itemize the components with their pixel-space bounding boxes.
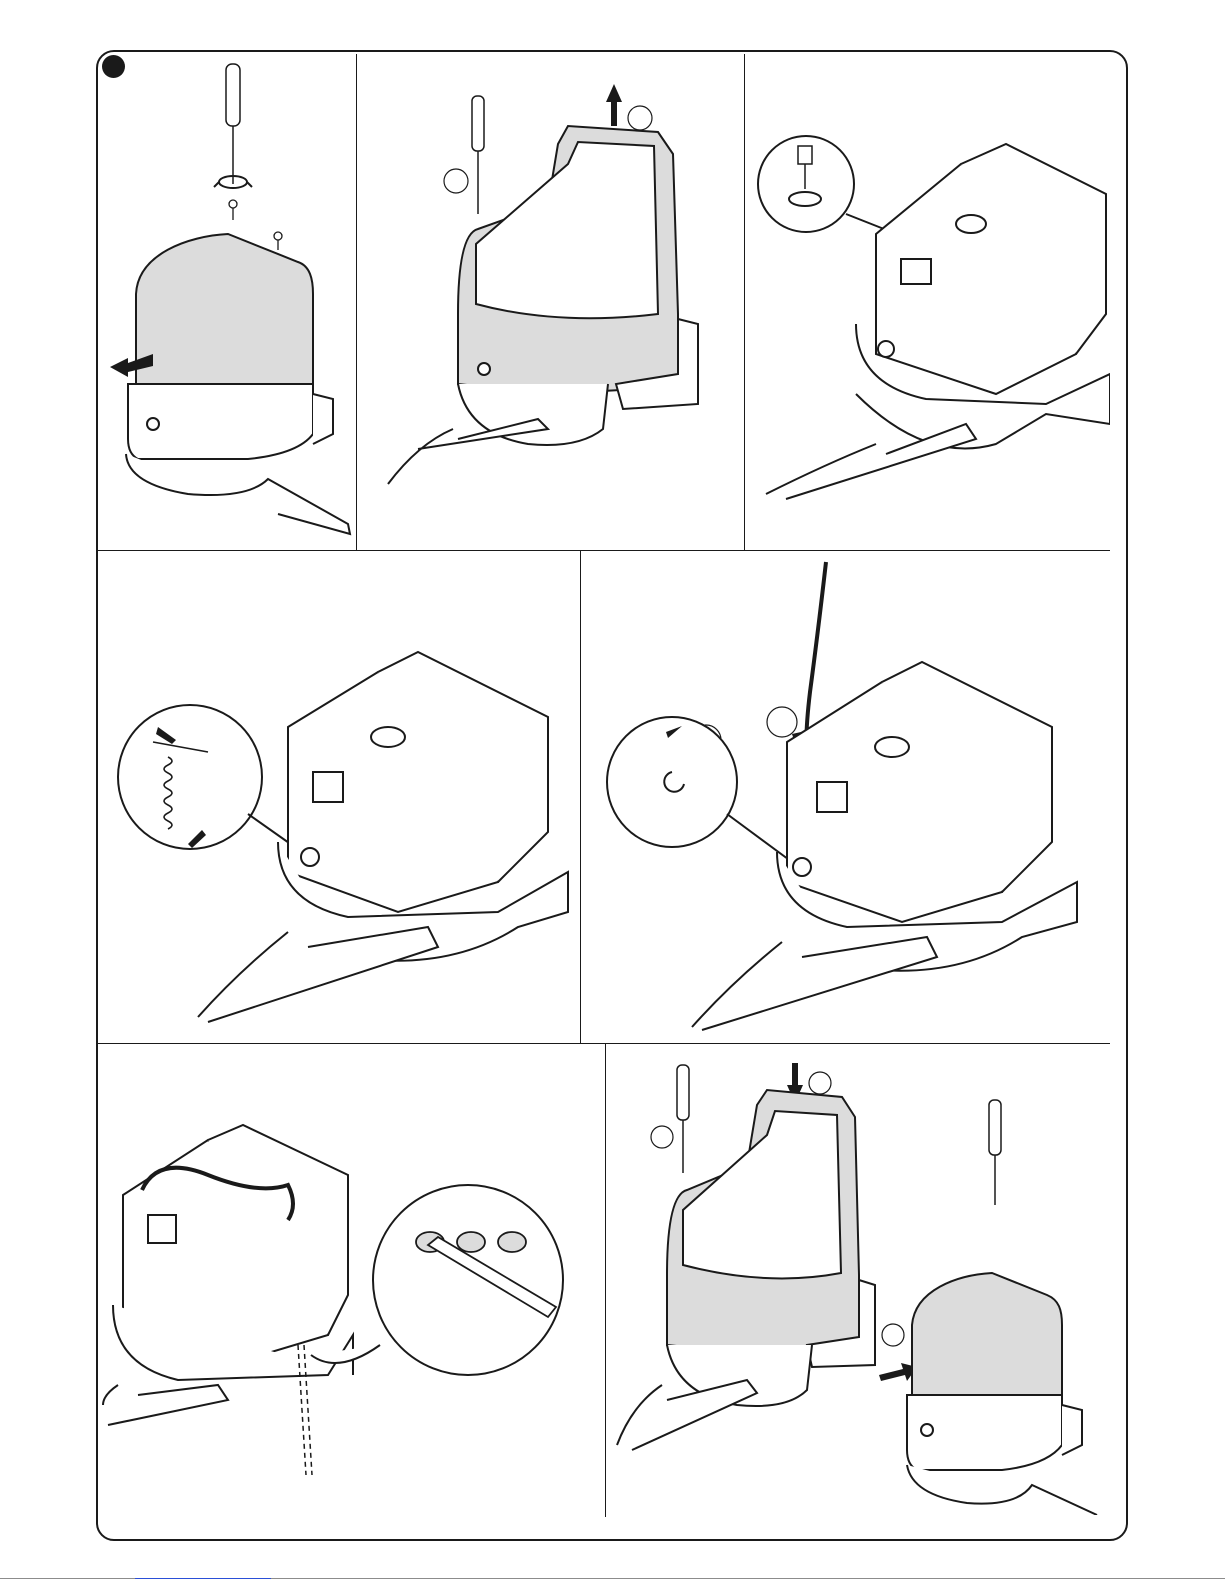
panel-1-remove-cover [98, 54, 356, 550]
panel-2-lift-cover [358, 54, 743, 550]
magnifier-inset [607, 717, 792, 862]
step-circle-b [809, 1072, 831, 1094]
panel-7-refit-cover [607, 1045, 1110, 1515]
step-circle-a [444, 169, 468, 193]
step-circle-a [651, 1126, 673, 1148]
screwdriver-icon [472, 96, 484, 214]
magnifier-inset [118, 705, 316, 862]
magnifier-inset [758, 136, 884, 232]
divider-row1-b [744, 54, 745, 550]
divider-row2 [580, 551, 581, 1043]
screwdriver-icon [226, 64, 240, 184]
cover-icon [136, 234, 313, 384]
arrow-icon [606, 84, 622, 126]
gearmotor-icon [198, 652, 568, 1022]
step-circle-a [767, 707, 797, 737]
divider-horizontal-1 [98, 550, 1110, 551]
divider-horizontal-2 [98, 1043, 1110, 1044]
footer-link-rule [135, 1578, 271, 1579]
panel-5-cable [582, 552, 1110, 1042]
divider-row3 [605, 1044, 606, 1517]
gearmotor-body [126, 384, 350, 534]
gearmotor-icon [103, 1125, 353, 1425]
step-circle-c [882, 1324, 904, 1346]
gearmotor-icon [692, 662, 1077, 1030]
divider-row1-a [356, 54, 357, 550]
step-circle-b [628, 106, 652, 130]
panel-4-spring [98, 552, 580, 1042]
cover-icon [458, 126, 678, 392]
panel-6-cable-gland [98, 1045, 605, 1515]
panel-3-unscrew-bolt [746, 54, 1110, 550]
